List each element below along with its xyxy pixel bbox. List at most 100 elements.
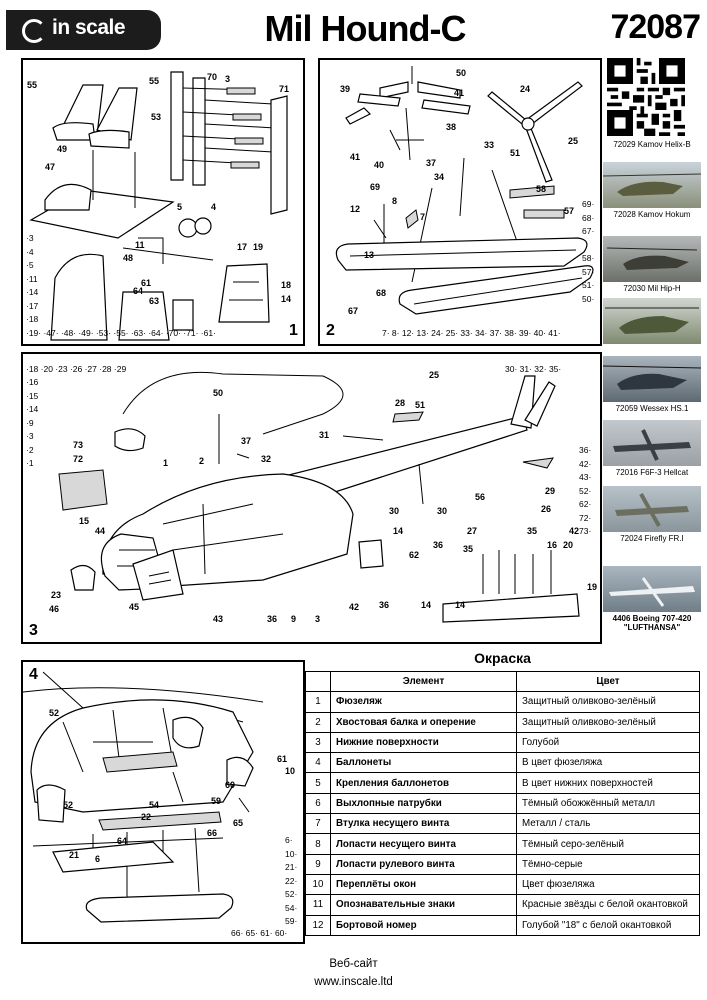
panel-3-left-list: ·16 ·15 ·14 ·9 ·3 ·2 ·1 bbox=[26, 377, 39, 468]
part-label: 71 bbox=[279, 84, 290, 94]
row-element: Хвостовая балка и оперение bbox=[330, 711, 517, 733]
part-label: 26 bbox=[541, 504, 552, 514]
part-label: 38 bbox=[446, 122, 457, 132]
part-label: 39 bbox=[340, 84, 351, 94]
assembly-panel-1: 1 ·3 ·4 ·5 ·11 ·14 ·17 ·18 ·19· ·47· ·48… bbox=[21, 58, 305, 346]
part-label: 54 bbox=[149, 800, 160, 810]
part-label: 65 bbox=[233, 818, 244, 828]
footer: Веб-сайт www.inscale.ltd bbox=[0, 955, 707, 991]
part-label: 36 bbox=[433, 540, 444, 550]
website-link[interactable]: www.inscale.ltd bbox=[314, 976, 393, 988]
related-kit-item[interactable]: 72030 Mil Hip-H bbox=[603, 236, 701, 293]
panel-2-parts-row: 7· 8· 12· 13· 24· 25· 33· 34· 37· 38· 39… bbox=[382, 328, 561, 338]
related-kit-item[interactable]: 72028 Kamov Hokum bbox=[603, 162, 701, 219]
part-label: 55 bbox=[149, 76, 160, 86]
part-label: 49 bbox=[57, 144, 68, 154]
panel-3-top-row: ·18 ·20 ·23 ·26 ·27 ·28 ·29 bbox=[26, 364, 127, 374]
part-label: 64 bbox=[133, 286, 144, 296]
logo-text: in scale bbox=[52, 16, 126, 39]
panel-3-right-top: 30· 31· 32· 35· bbox=[505, 364, 562, 374]
part-label: 41 bbox=[350, 152, 361, 162]
panel-2-parts-list: 69· 68· 67· 58· 57· 51· 50· bbox=[582, 199, 595, 304]
row-color: Красные звёзды с белой окантовкой bbox=[516, 894, 700, 916]
part-label: 28 bbox=[395, 398, 406, 408]
related-kit-item[interactable]: 72016 F6F-3 Hellcat bbox=[603, 420, 701, 477]
part-label: 41 bbox=[454, 88, 465, 98]
row-element: Втулка несущего винта bbox=[330, 813, 517, 835]
part-label: 70 bbox=[207, 72, 218, 82]
row-color: В цвет фюзеляжа bbox=[516, 752, 700, 774]
part-label: 19 bbox=[587, 582, 598, 592]
table-header: Элемент Цвет bbox=[305, 670, 700, 693]
kit-photo bbox=[603, 356, 701, 402]
header-element: Элемент bbox=[330, 670, 517, 693]
brand-logo: in scale bbox=[6, 10, 161, 50]
part-label: 50 bbox=[213, 388, 224, 398]
row-number: 10 bbox=[305, 873, 331, 896]
row-color: Защитный оливково-зелёный bbox=[516, 711, 700, 733]
row-color: Тёмный серо-зелёный bbox=[516, 833, 700, 855]
part-label: 24 bbox=[520, 84, 531, 94]
row-number: 2 bbox=[305, 711, 331, 733]
panel-4-number: 4 bbox=[29, 666, 38, 683]
part-label: 11 bbox=[135, 240, 145, 250]
related-kit-item[interactable]: 72024 Firefly FR.I bbox=[603, 486, 701, 543]
part-label: 36 bbox=[267, 614, 278, 624]
part-label: 47 bbox=[45, 162, 56, 172]
kit-caption-livery: "LUFTHANSA" bbox=[623, 623, 681, 632]
row-element: Лопасти рулевого винта bbox=[330, 853, 517, 875]
part-label: 64 bbox=[117, 836, 128, 846]
kit-caption: 72030 Mil Hip-H bbox=[623, 284, 681, 293]
logo-ring-icon bbox=[22, 19, 46, 43]
kit-photo bbox=[603, 298, 701, 344]
row-element: Опознавательные знаки bbox=[330, 894, 517, 916]
part-label: 42 bbox=[569, 526, 580, 536]
header-number bbox=[305, 670, 331, 693]
panel-3-right-list: 36· 42· 43· 52· 62· 72· 73· bbox=[579, 445, 592, 536]
part-label: 25 bbox=[568, 136, 579, 146]
row-color: Голубой bbox=[516, 731, 700, 754]
row-element: Фюзеляж bbox=[330, 691, 517, 713]
kit-caption: 72024 Firefly FR.I bbox=[620, 534, 684, 543]
row-element: Баллонеты bbox=[330, 752, 517, 774]
part-label: 32 bbox=[261, 454, 272, 464]
part-label: 58 bbox=[536, 184, 547, 194]
row-number: 3 bbox=[305, 731, 331, 754]
panel-4-parts-row: 66· 65· 61· 60· bbox=[231, 928, 288, 938]
part-label: 22 bbox=[141, 812, 152, 822]
related-kit-item[interactable]: 72059 Wessex HS.1 bbox=[603, 356, 701, 413]
kit-photo bbox=[603, 162, 701, 208]
row-number: 7 bbox=[305, 813, 331, 835]
part-label: 21 bbox=[69, 850, 80, 860]
panel-1-drawing bbox=[29, 71, 288, 341]
part-label: 4 bbox=[211, 202, 217, 212]
part-label: 59 bbox=[211, 796, 222, 806]
part-label: 6 bbox=[95, 854, 101, 864]
part-label: 14 bbox=[421, 600, 432, 610]
part-label: 23 bbox=[51, 590, 62, 600]
part-label: 72 bbox=[73, 454, 84, 464]
panel-1-number: 1 bbox=[289, 322, 298, 339]
part-label: 9 bbox=[291, 614, 297, 624]
part-label: 56 bbox=[475, 492, 486, 502]
part-label: 45 bbox=[129, 602, 140, 612]
part-label: 2 bbox=[199, 456, 205, 466]
row-number: 6 bbox=[305, 792, 331, 815]
part-label: 3 bbox=[225, 74, 231, 84]
part-label: 10 bbox=[285, 766, 296, 776]
part-label: 30 bbox=[437, 506, 448, 516]
part-label: 27 bbox=[467, 526, 478, 536]
related-kit-item[interactable] bbox=[603, 298, 701, 346]
row-element: Переплёты окон bbox=[330, 873, 517, 896]
part-label: 50 bbox=[456, 68, 467, 78]
row-number: 1 bbox=[305, 691, 331, 713]
related-kit-item[interactable]: 4406 Boeing 707-420 "LUFTHANSA" bbox=[603, 566, 701, 632]
part-label: 52 bbox=[63, 800, 74, 810]
part-label: 34 bbox=[434, 172, 445, 182]
